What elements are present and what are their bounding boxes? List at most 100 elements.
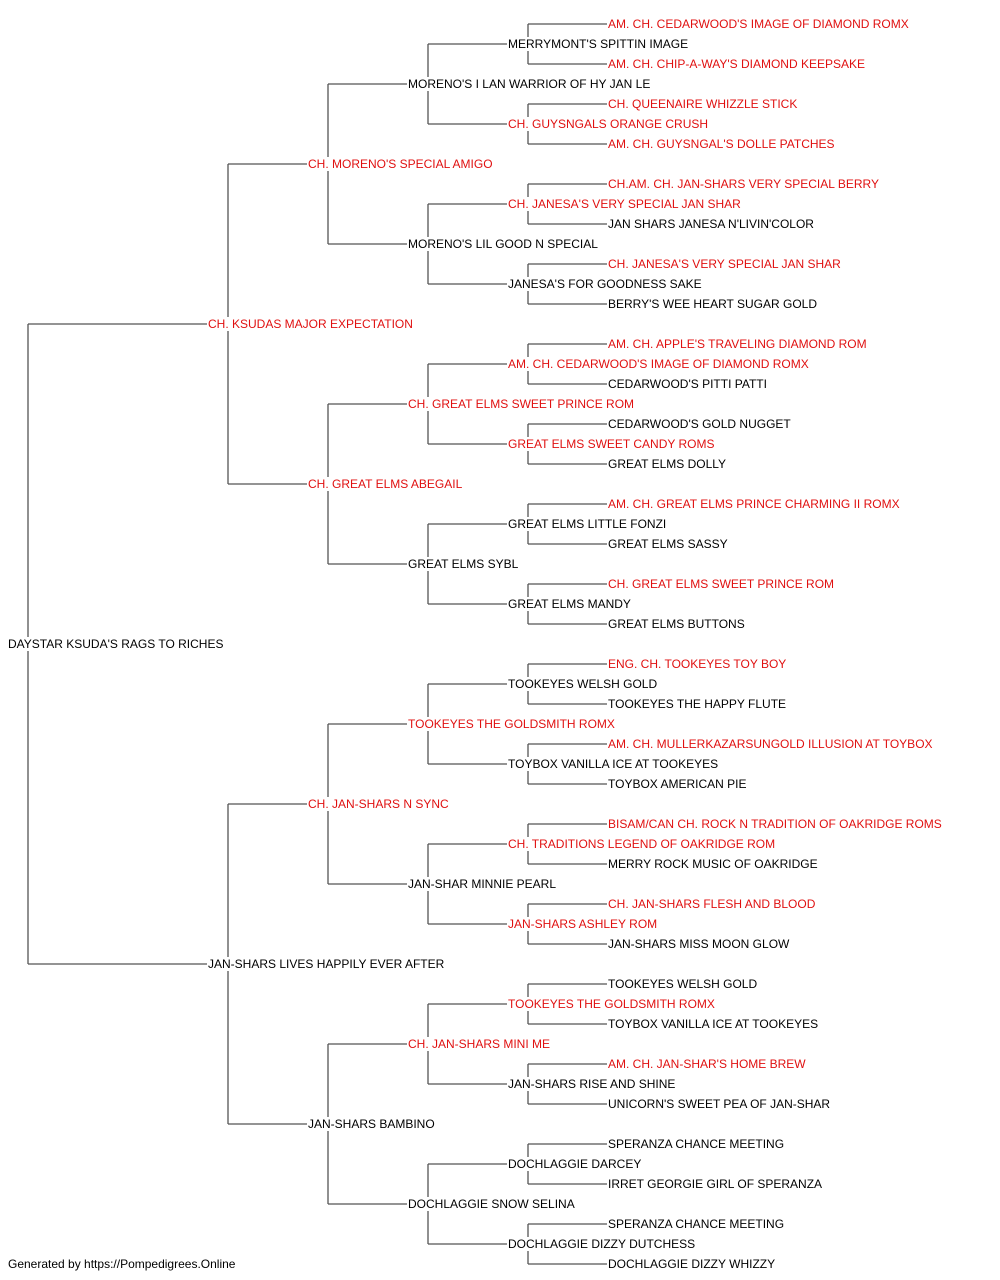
dog-name--sire-dam-sire-sire: AM. CH. CEDARWOOD'S IMAGE OF DIAMOND ROM… [508, 357, 809, 371]
label-background [607, 1057, 808, 1071]
label-background [507, 597, 632, 611]
label-background [607, 617, 746, 631]
label-background [607, 1137, 786, 1151]
label-background [407, 397, 636, 411]
label-background [607, 817, 943, 831]
label-background [607, 17, 910, 31]
label-background [307, 1117, 436, 1131]
dog-name--dam-dam-sire-sire-sire: TOOKEYES WELSH GOLD [608, 977, 757, 991]
label-background [607, 137, 836, 151]
dog-name--sire-sire-sire-dam: CH. GUYSNGALS ORANGE CRUSH [508, 117, 708, 131]
label-background [307, 797, 451, 811]
dog-name--sire-sire-sire-sire-dam: AM. CH. CHIP-A-WAY'S DIAMOND KEEPSAKE [608, 57, 865, 71]
label-background [407, 237, 600, 251]
label-background [607, 657, 788, 671]
label-background [507, 917, 659, 931]
label-background [607, 857, 819, 871]
label-background [507, 1157, 643, 1171]
label-background [607, 697, 788, 711]
dog-name--dam-sire-dam-dam-sire: CH. JAN-SHARS FLESH AND BLOOD [608, 897, 816, 911]
label-background [507, 837, 777, 851]
dog-name--sire-dam-dam-sire: GREAT ELMS LITTLE FONZI [508, 517, 666, 531]
dog-name--sire-dam-sire-dam-dam: GREAT ELMS DOLLY [608, 457, 726, 471]
dog-name--sire-dam-sire-sire-sire: AM. CH. APPLE'S TRAVELING DIAMOND ROM [608, 337, 867, 351]
label-background [507, 757, 720, 771]
dog-name--dam-dam: JAN-SHARS BAMBINO [308, 1117, 435, 1131]
dog-name--dam-sire-dam-sire: CH. TRADITIONS LEGEND OF OAKRIDGE ROM [508, 837, 775, 851]
label-background [307, 157, 494, 171]
label-background [607, 1097, 832, 1111]
label-background [607, 937, 792, 951]
label-background [607, 257, 843, 271]
label-background [607, 777, 748, 791]
dog-name--sire-sire-dam: MORENO'S LIL GOOD N SPECIAL [408, 237, 598, 251]
dog-name-subject: DAYSTAR KSUDA'S RAGS TO RICHES [8, 637, 223, 651]
dog-name--sire-dam-dam-dam-dam: GREAT ELMS BUTTONS [608, 617, 745, 631]
label-background [407, 77, 652, 91]
label-background [507, 437, 716, 451]
label-background [607, 297, 819, 311]
dog-name--sire: CH. KSUDAS MAJOR EXPECTATION [208, 317, 413, 331]
footer-credit: Generated by https://Pompedigrees.Online [8, 1257, 236, 1271]
label-background [607, 457, 728, 471]
label-background [7, 637, 225, 651]
label-background [407, 717, 616, 731]
dog-name--sire-sire-sire-sire-sire: AM. CH. CEDARWOOD'S IMAGE OF DIAMOND ROM… [608, 17, 909, 31]
dog-name--sire-dam-dam-sire-sire: AM. CH. GREAT ELMS PRINCE CHARMING II RO… [608, 497, 900, 511]
dog-name--dam-dam-dam-dam-dam: DOCHLAGGIE DIZZY WHIZZY [608, 1257, 775, 1271]
dog-name--dam-sire-dam-sire-dam: MERRY ROCK MUSIC OF OAKRIDGE [608, 857, 818, 871]
dog-name--dam-sire-sire-dam-sire: AM. CH. MULLERKAZARSUNGOLD ILLUSION AT T… [608, 737, 933, 751]
label-background [607, 897, 817, 911]
dog-name--dam-dam-dam-sire: DOCHLAGGIE DARCEY [508, 1157, 641, 1171]
label-background [407, 1197, 576, 1211]
dog-name--dam-sire-sire: TOOKEYES THE GOLDSMITH ROMX [408, 717, 615, 731]
dog-name--sire-dam-dam-sire-dam: GREAT ELMS SASSY [608, 537, 728, 551]
label-background [607, 337, 868, 351]
dog-name--sire-dam-sire: CH. GREAT ELMS SWEET PRINCE ROM [408, 397, 634, 411]
label-background [607, 177, 880, 191]
label-background [507, 37, 690, 51]
dog-name--sire-sire-dam-sire: CH. JANESA'S VERY SPECIAL JAN SHAR [508, 197, 741, 211]
dog-name--sire-dam-dam-dam: GREAT ELMS MANDY [508, 597, 631, 611]
label-background [607, 977, 759, 991]
dog-name--dam-sire-dam-sire-sire: BISAM/CAN CH. ROCK N TRADITION OF OAKRID… [608, 817, 942, 831]
label-background [507, 997, 716, 1011]
dog-name--sire-dam-sire-sire-dam: CEDARWOOD'S PITTI PATTI [608, 377, 767, 391]
label-background [207, 317, 414, 331]
label-background [607, 97, 799, 111]
dog-name--sire-sire-dam-dam-dam: BERRY'S WEE HEART SUGAR GOLD [608, 297, 817, 311]
dog-name--dam-dam-sire-dam-dam: UNICORN'S SWEET PEA OF JAN-SHAR [608, 1097, 830, 1111]
dog-name--sire-dam-dam: GREAT ELMS SYBL [408, 557, 519, 571]
label-background [507, 1077, 677, 1091]
dog-name--sire-sire-dam-dam-sire: CH. JANESA'S VERY SPECIAL JAN SHAR [608, 257, 841, 271]
dog-name--sire-dam-dam-dam-sire: CH. GREAT ELMS SWEET PRINCE ROM [608, 577, 834, 591]
label-background [507, 117, 710, 131]
label-background [607, 737, 934, 751]
label-background [607, 377, 768, 391]
label-background [607, 537, 729, 551]
label-background [507, 677, 659, 691]
label-background [507, 277, 703, 291]
dog-name--dam-dam-dam: DOCHLAGGIE SNOW SELINA [408, 1197, 575, 1211]
label-background [607, 1257, 777, 1271]
dog-name--sire-sire-sire: MORENO'S I LAN WARRIOR OF HY JAN LE [408, 77, 650, 91]
dog-name--dam-dam-sire-sire: TOOKEYES THE GOLDSMITH ROMX [508, 997, 715, 1011]
dog-name--dam-sire-sire-sire-sire: ENG. CH. TOOKEYES TOY BOY [608, 657, 786, 671]
dog-name--sire-sire-dam-sire-sire: CH.AM. CH. JAN-SHARS VERY SPECIAL BERRY [608, 177, 879, 191]
dog-name--dam-dam-dam-dam-sire: SPERANZA CHANCE MEETING [608, 1217, 784, 1231]
dog-name--dam-sire-dam-dam: JAN-SHARS ASHLEY ROM [508, 917, 657, 931]
label-background [407, 877, 558, 891]
dog-name--dam-dam-dam-sire-sire: SPERANZA CHANCE MEETING [608, 1137, 784, 1151]
dog-name--sire-dam-sire-dam-sire: CEDARWOOD'S GOLD NUGGET [608, 417, 791, 431]
label-background [207, 957, 446, 971]
label-background [407, 557, 520, 571]
label-background [507, 517, 668, 531]
dog-name--dam: JAN-SHARS LIVES HAPPILY EVER AFTER [208, 957, 445, 971]
label-background [607, 217, 816, 231]
label-background [607, 1217, 786, 1231]
label-background [607, 1177, 824, 1191]
dog-name--sire-sire-sire-dam-sire: CH. QUEENAIRE WHIZZLE STICK [608, 97, 797, 111]
label-background [407, 1037, 552, 1051]
dog-name--sire-sire-sire-dam-dam: AM. CH. GUYSNGAL'S DOLLE PATCHES [608, 137, 835, 151]
